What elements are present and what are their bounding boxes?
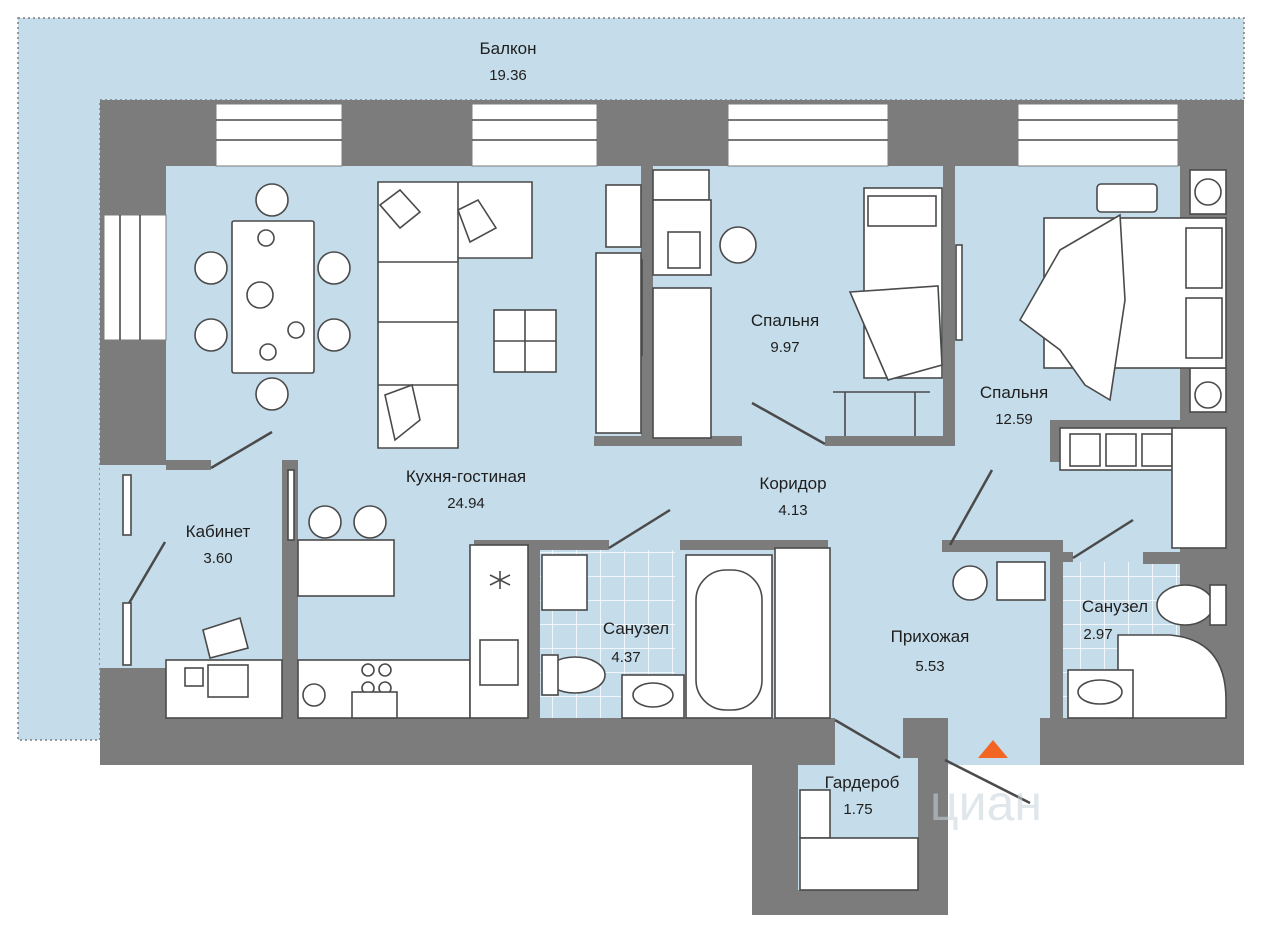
bath2-fixtures <box>1067 584 1227 719</box>
bath1-fixtures <box>541 547 831 719</box>
hall-area-value: 5.53 <box>915 658 944 675</box>
bedroom2-name: Спальня <box>980 383 1048 402</box>
corridor-name: Коридор <box>759 474 826 493</box>
wardrobe-area-value: 1.75 <box>843 801 872 818</box>
study-area-value: 3.60 <box>203 550 232 567</box>
bath2-area-value: 2.97 <box>1083 626 1112 643</box>
balcony-area-value: 19.36 <box>489 67 527 84</box>
watermark: циан <box>930 775 1042 831</box>
kitchen-area-value: 24.94 <box>447 495 485 512</box>
kitchen-counter <box>297 505 529 719</box>
bedroom1-area-value: 9.97 <box>770 339 799 356</box>
kitchen-name: Кухня-гостиная <box>406 467 526 486</box>
entrance-marker <box>978 740 1008 758</box>
bedroom1-name: Спальня <box>751 311 819 330</box>
bedroom2-furniture <box>1018 169 1227 549</box>
study-name: Кабинет <box>186 522 251 541</box>
corridor-area-value: 4.13 <box>778 502 807 519</box>
hall-name: Прихожая <box>891 627 970 646</box>
bedroom1-furniture <box>595 169 943 439</box>
bath2-name: Санузел <box>1082 597 1148 616</box>
room-labels: Балкон 19.36 Кухня-гостиная 24.94 Кабине… <box>186 39 1148 818</box>
dining-set <box>194 183 351 411</box>
bath1-area-value: 4.37 <box>611 649 640 666</box>
coffee-table <box>493 309 557 373</box>
sofa <box>377 181 533 449</box>
balcony-name: Балкон <box>479 39 536 58</box>
wardrobe-name: Гардероб <box>825 773 900 792</box>
hall-furniture <box>799 561 1046 891</box>
bath1-name: Санузел <box>603 619 669 638</box>
bedroom2-area-value: 12.59 <box>995 411 1033 428</box>
study-desk <box>165 616 283 719</box>
